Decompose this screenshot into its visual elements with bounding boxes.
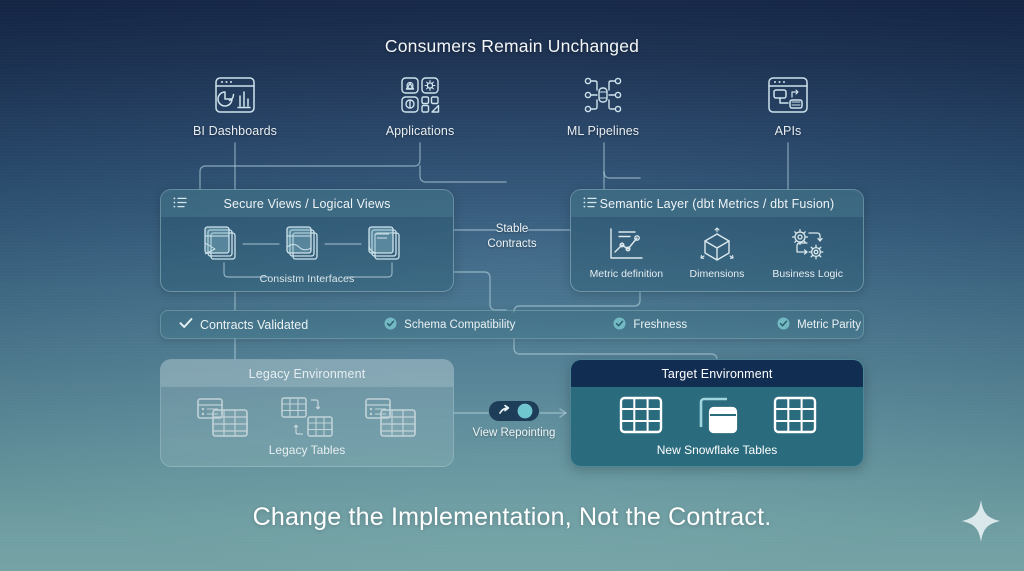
secure-views-title: Secure Views / Logical Views [223, 196, 391, 211]
consumer-applications[interactable]: Applications [345, 72, 495, 138]
list-icon [173, 197, 187, 211]
semantic-layer-header: Semantic Layer (dbt Metrics / dbt Fusion… [571, 190, 863, 217]
line-chart-icon [583, 223, 669, 267]
stacked-view-icon-1 [201, 223, 243, 272]
target-environment-panel[interactable]: Target Environment [570, 359, 864, 467]
list-icon [583, 197, 597, 211]
legacy-table-stack-icon [195, 395, 253, 444]
page-title: Consumers Remain Unchanged [384, 36, 640, 56]
secure-views-caption: Consistm Interfaces [259, 273, 355, 285]
legacy-environment-items [161, 395, 453, 439]
secure-views-body: Consistm Interfaces [161, 217, 453, 291]
consumer-label: Applications [385, 124, 455, 138]
target-environment-body: New Snowflake Tables [571, 387, 863, 466]
target-environment-items [571, 393, 863, 441]
secure-views-items [161, 223, 453, 273]
gears-flow-icon [765, 223, 851, 267]
validation-item-contracts-validated[interactable]: Contracts Validated [179, 317, 308, 332]
semantic-item-metric-definition[interactable]: Metric definition [583, 223, 669, 280]
api-window-icon [713, 72, 863, 118]
validation-bar: Contracts Validated Schema Compatibility… [160, 310, 864, 339]
target-environment-title: Target Environment [661, 366, 773, 381]
applications-grid-icon [345, 72, 495, 118]
validation-item-label: Schema Compatibility [404, 318, 516, 331]
legacy-environment-title: Legacy Environment [248, 366, 366, 381]
cube-icon [674, 223, 760, 267]
sparkle-icon [960, 498, 1002, 549]
consumer-bi-dashboards[interactable]: BI Dashboards [160, 72, 310, 138]
check-circle-icon [613, 317, 626, 333]
validation-item-freshness[interactable]: Freshness [613, 317, 687, 333]
table-copy-icon [693, 393, 741, 444]
consumer-label: APIs [774, 124, 802, 138]
consumer-ml-pipelines[interactable]: ML Pipelines [528, 72, 678, 138]
legacy-environment-header: Legacy Environment [161, 360, 453, 387]
table-grid-icon [771, 393, 819, 444]
stacked-view-icon-3 [365, 223, 407, 272]
stable-contracts-label: Stable Contracts [462, 222, 562, 252]
semantic-item-label: Business Logic [772, 268, 843, 280]
validation-item-schema-compatibility[interactable]: Schema Compatibility [384, 317, 515, 333]
stable-contracts-line2: Contracts [487, 238, 537, 250]
semantic-layer-panel[interactable]: Semantic Layer (dbt Metrics / dbt Fusion… [570, 189, 864, 292]
bi-dashboard-icon [160, 72, 310, 118]
check-icon [179, 317, 193, 332]
semantic-layer-body: Metric definition Dimensions [571, 217, 863, 291]
stable-contracts-line1: Stable [495, 223, 529, 235]
view-repointing-label: View Repointing [472, 427, 556, 439]
legacy-table-stack-icon [363, 395, 421, 444]
secure-views-header: Secure Views / Logical Views [161, 190, 453, 217]
validation-item-metric-parity[interactable]: Metric Parity [777, 317, 861, 333]
legacy-table-transfer-icon [279, 395, 337, 444]
toggle-switch-icon[interactable] [462, 400, 566, 422]
target-environment-header: Target Environment [571, 360, 863, 387]
target-environment-caption: New Snowflake Tables [656, 443, 778, 457]
view-repointing[interactable]: View Repointing [462, 400, 566, 439]
semantic-item-dimensions[interactable]: Dimensions [674, 223, 760, 280]
semantic-item-label: Dimensions [689, 268, 745, 280]
legacy-environment-caption: Legacy Tables [268, 443, 346, 457]
secure-views-panel[interactable]: Secure Views / Logical Views [160, 189, 454, 292]
table-grid-icon [617, 393, 665, 444]
consumer-label: ML Pipelines [566, 124, 640, 138]
consumer-label: BI Dashboards [193, 124, 277, 138]
check-circle-icon [777, 317, 790, 333]
check-circle-icon [384, 317, 397, 333]
validation-item-label: Contracts Validated [200, 317, 309, 332]
consumer-row: BI Dashboards Applications [0, 72, 1024, 142]
semantic-layer-title: Semantic Layer (dbt Metrics / dbt Fusion… [599, 196, 835, 211]
ml-pipeline-network-icon [528, 72, 678, 118]
validation-item-label: Freshness [633, 318, 688, 331]
footer-tagline: Change the Implementation, Not the Contr… [252, 503, 772, 531]
secure-views-connectors [223, 243, 393, 278]
legacy-environment-panel[interactable]: Legacy Environment [160, 359, 454, 467]
semantic-item-business-logic[interactable]: Business Logic [765, 223, 851, 280]
stacked-view-icon-2 [283, 223, 325, 272]
legacy-environment-body: Legacy Tables [161, 387, 453, 466]
semantic-item-label: Metric definition [589, 268, 664, 280]
consumer-apis[interactable]: APIs [713, 72, 863, 138]
validation-item-label: Metric Parity [797, 318, 861, 331]
